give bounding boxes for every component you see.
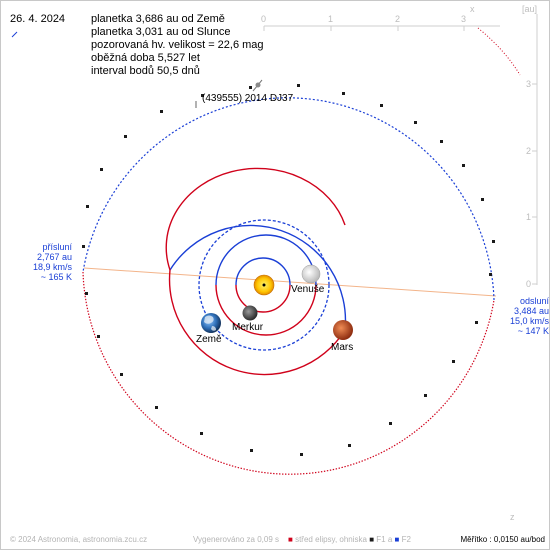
mars-orbit-back bbox=[169, 224, 347, 331]
date-label: 26. 4. 2024 bbox=[10, 13, 66, 25]
asteroid-orbit-front bbox=[82, 271, 495, 475]
legend-and: a bbox=[387, 535, 393, 544]
mars-orbit-upper bbox=[165, 167, 346, 271]
aphelion-info: odsluní 3,484 au 15,0 km/s ~ 147 K bbox=[510, 296, 549, 336]
top-axis-tick: 3 bbox=[461, 14, 466, 24]
legend-f2-label: F2 bbox=[401, 535, 411, 544]
info-line-interval: interval bodů 50,5 dnů bbox=[91, 65, 200, 77]
footer-generated: Vygenerováno za 0,09 s bbox=[193, 535, 279, 544]
venus bbox=[301, 264, 321, 284]
mars-orbit-front bbox=[168, 269, 346, 376]
venus-label: Venuše bbox=[291, 284, 325, 295]
right-axis-z-label: z bbox=[510, 512, 515, 522]
earth-orbit bbox=[198, 219, 330, 351]
top-axis-tick: 0 bbox=[261, 14, 266, 24]
legend-center-label: střed elipsy, ohniska bbox=[295, 535, 367, 544]
right-axis-tick: 2 bbox=[526, 146, 531, 156]
perihelion-distance: 2,767 au bbox=[36, 252, 72, 262]
mercury bbox=[242, 305, 258, 321]
footer-copyright[interactable]: © 2024 Astronomia, astronomia.zcu.cz bbox=[10, 535, 148, 544]
mercury-label: Merkur bbox=[232, 322, 264, 333]
footer-scale: Měřítko : 0,0150 au/bod bbox=[460, 535, 546, 544]
right-axis bbox=[532, 14, 538, 285]
aphelion-title: odsluní bbox=[519, 296, 549, 306]
info-block: planetka 3,686 au od Země planetka 3,031… bbox=[91, 13, 264, 78]
sun-center-marker bbox=[262, 283, 266, 287]
perihelion-speed: 18,9 km/s bbox=[32, 262, 72, 272]
earth-label: Země bbox=[196, 334, 222, 345]
mars bbox=[333, 320, 353, 340]
aphelion-distance: 3,484 au bbox=[513, 306, 549, 316]
aphelion-speed: 15,0 km/s bbox=[509, 316, 549, 326]
mars-label: Mars bbox=[331, 342, 354, 353]
asteroid-marker bbox=[252, 79, 263, 92]
mercury-orbit-back bbox=[235, 257, 291, 286]
top-axis bbox=[263, 25, 500, 31]
orbit-extension bbox=[477, 27, 521, 76]
perihelion-temp: ~ 165 K bbox=[40, 272, 72, 282]
orbit-points bbox=[82, 84, 495, 456]
perihelion-title: přísluní bbox=[42, 242, 72, 252]
right-axis-tick: 0 bbox=[526, 279, 531, 289]
legend-f2-marker: ■ bbox=[394, 535, 400, 544]
legend-f1-marker: ■ bbox=[369, 535, 375, 544]
legend-center-marker: ■ bbox=[288, 535, 293, 544]
perihelion-info: přísluní 2,767 au 18,9 km/s ~ 165 K bbox=[33, 242, 72, 282]
info-line-period: oběžná doba 5,527 let bbox=[91, 52, 200, 64]
info-line-distance-earth: planetka 3,686 au od Země bbox=[91, 13, 225, 25]
legend-f1-label: F1 bbox=[376, 535, 386, 544]
right-axis-tick: 3 bbox=[526, 79, 531, 89]
right-axis-tick: 1 bbox=[526, 212, 531, 222]
earth-continents bbox=[204, 315, 216, 331]
top-axis-tick: 2 bbox=[395, 14, 400, 24]
mercury-orbit-front bbox=[235, 284, 291, 313]
axis-unit-label: [au] bbox=[522, 4, 537, 14]
venus-orbit-front bbox=[215, 284, 317, 336]
aphelion-temp: ~ 147 K bbox=[517, 326, 549, 336]
venus-orbit-back bbox=[215, 234, 317, 286]
corner-mark bbox=[11, 31, 18, 38]
footer-legend: ■ střed elipsy, ohniska ■ F1 a ■ F2 bbox=[288, 535, 411, 544]
asteroid-label: (439555) 2014 DJ37 bbox=[202, 93, 294, 104]
info-line-distance-sun: planetka 3,031 au od Slunce bbox=[91, 26, 231, 38]
asteroid-orbit-back bbox=[82, 97, 495, 301]
top-axis-x-label: x bbox=[470, 4, 475, 14]
info-line-magnitude: pozorovaná hv. velikost = 22,6 mag bbox=[91, 39, 264, 51]
top-axis-tick: 1 bbox=[328, 14, 333, 24]
